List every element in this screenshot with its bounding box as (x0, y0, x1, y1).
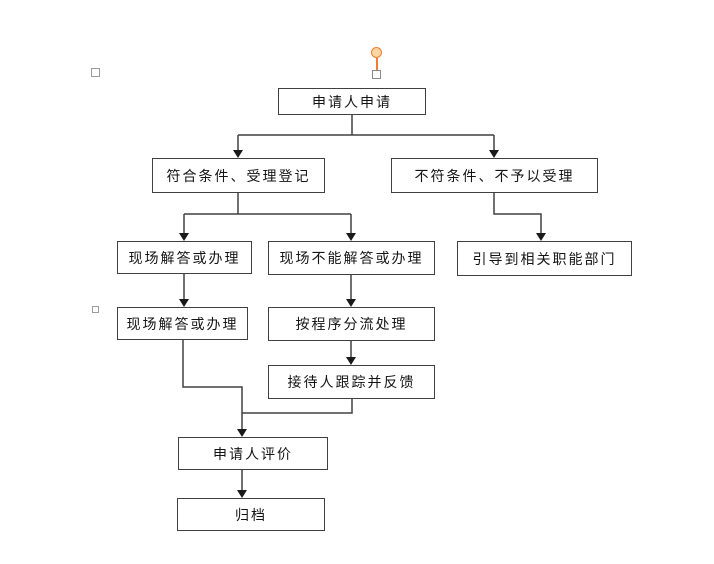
edge-onsite-onsite2 (179, 274, 189, 307)
object-anchor-icon (91, 68, 100, 77)
node-procedure[interactable]: 按程序分流处理 (268, 307, 435, 341)
edge-apply-accept-reject (233, 115, 499, 158)
node-onsite-answer[interactable]: 现场解答或办理 (117, 241, 252, 274)
edge-evaluate-archive (237, 470, 247, 498)
node-cannot-answer[interactable]: 现场不能解答或办理 (268, 241, 435, 275)
node-archive[interactable]: 归档 (177, 498, 325, 531)
node-track[interactable]: 接待人跟踪并反馈 (268, 365, 435, 399)
edge-cannot-procedure (346, 275, 356, 307)
edge-reject-guide (493, 193, 546, 241)
rotate-handle-stem (376, 58, 378, 70)
edge-accept-branches (179, 193, 356, 241)
node-onsite-answer-2[interactable]: 现场解答或办理 (117, 307, 248, 340)
node-guide[interactable]: 引导到相关职能部门 (457, 241, 632, 276)
selection-handle[interactable] (372, 70, 381, 79)
node-evaluate[interactable]: 申请人评价 (178, 437, 328, 470)
node-reject[interactable]: 不符条件、不予以受理 (391, 158, 598, 193)
node-apply[interactable]: 申请人申请 (278, 88, 426, 115)
edge-procedure-track (346, 341, 356, 365)
object-anchor-icon (92, 306, 99, 313)
rotate-handle-icon[interactable] (371, 47, 382, 58)
node-accept[interactable]: 符合条件、受理登记 (152, 158, 325, 193)
edge-merge-evaluate (182, 340, 353, 437)
